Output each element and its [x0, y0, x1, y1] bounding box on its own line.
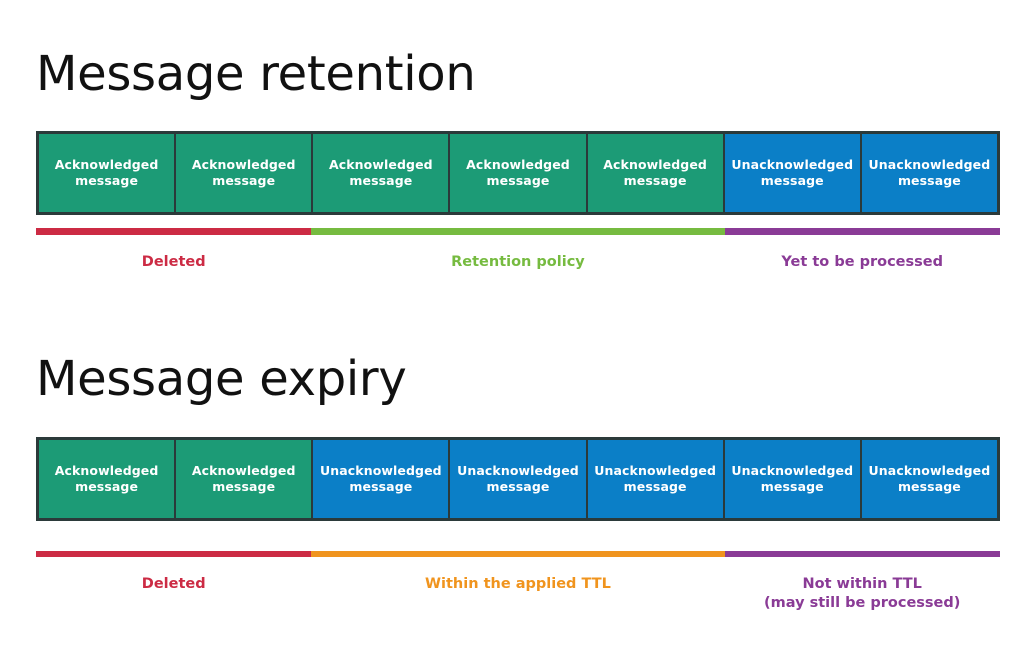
legend-label-deleted: Deleted: [141, 254, 206, 270]
message-cell-label: Acknowledged message: [191, 463, 296, 494]
message-cell-acknowledged: Acknowledged message: [313, 134, 451, 212]
message-cell-label: Acknowledged message: [191, 157, 296, 188]
message-cell-acknowledged: Acknowledged message: [176, 134, 314, 212]
message-cell-unacknowledged: Unacknowledged message: [450, 440, 588, 518]
message-cell-label: Acknowledged message: [54, 463, 159, 494]
legend-label-within-ttl: Within the applied TTL: [425, 576, 611, 592]
legend-label-deleted: Deleted: [141, 576, 206, 592]
message-row-retention: Acknowledged message Acknowledged messag…: [36, 131, 1000, 215]
message-cell-acknowledged: Acknowledged message: [450, 134, 588, 212]
message-cell-label: Unacknowledged message: [319, 463, 442, 494]
message-cell-label: Acknowledged message: [328, 157, 433, 188]
message-cell-unacknowledged: Unacknowledged message: [724, 134, 862, 212]
message-cell-label: Unacknowledged message: [868, 463, 991, 494]
legend-labels: Deleted Within the applied TTL Not withi…: [36, 557, 1000, 617]
message-cell-label: Unacknowledged message: [594, 463, 716, 494]
message-cell-unacknowledged: Unacknowledged message: [861, 440, 997, 518]
message-cell-label: Acknowledged message: [54, 157, 159, 188]
legend-label-not-within-ttl: Not within TTL (may still be processed): [764, 576, 961, 611]
legend-label-retention-policy: Retention policy: [451, 254, 585, 270]
message-cell-label: Unacknowledged message: [731, 157, 854, 188]
message-cell-unacknowledged: Unacknowledged message: [724, 440, 862, 518]
message-cell-acknowledged: Acknowledged message: [39, 134, 177, 212]
message-cell-label: Acknowledged message: [466, 157, 570, 188]
section-title-message-retention: Message retention: [36, 46, 476, 102]
message-cell-unacknowledged: Unacknowledged message: [587, 440, 725, 518]
section-title-message-expiry: Message expiry: [36, 351, 407, 407]
message-cell-acknowledged: Acknowledged message: [176, 440, 314, 518]
message-cell-label: Unacknowledged message: [731, 463, 854, 494]
message-cell-label: Unacknowledged message: [457, 463, 579, 494]
legend-bar: [36, 228, 1000, 235]
message-cell-unacknowledged: Unacknowledged message: [313, 440, 451, 518]
legend-bar: [36, 551, 1000, 557]
message-cell-unacknowledged: Unacknowledged message: [861, 134, 997, 212]
legend-expiry: Deleted Within the applied TTL Not withi…: [36, 551, 1000, 617]
message-row-expiry: Acknowledged message Acknowledged messag…: [36, 437, 1000, 521]
legend-segment-deleted: [36, 551, 312, 557]
message-cell-label: Unacknowledged message: [868, 157, 991, 188]
legend-label-yet-to-be-processed: Yet to be processed: [781, 254, 943, 270]
legend-labels: Deleted Retention policy Yet to be proce…: [36, 235, 1000, 295]
message-cell-acknowledged: Acknowledged message: [587, 134, 725, 212]
message-cell-acknowledged: Acknowledged message: [39, 440, 177, 518]
legend-segment-not-within-ttl: [724, 551, 1000, 557]
legend-segment-retention-policy: [311, 228, 725, 235]
legend-segment-yet-to-be-processed: [724, 228, 1000, 235]
legend-retention: Deleted Retention policy Yet to be proce…: [36, 228, 1000, 295]
legend-segment-within-ttl: [311, 551, 725, 557]
legend-segment-deleted: [36, 228, 312, 235]
message-cell-label: Acknowledged message: [603, 157, 707, 188]
